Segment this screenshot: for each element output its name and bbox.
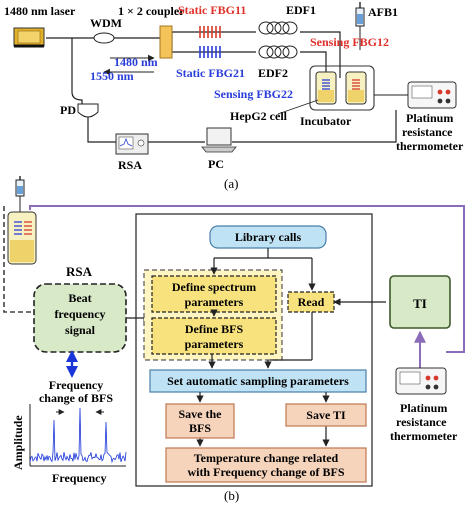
save-ti-box — [285, 403, 367, 427]
wl-1480-label: 1480 nm — [114, 55, 158, 69]
panel-b: RSA Beat frequency signal Frequency chan… — [3, 176, 465, 503]
sensing-fbg22-label: Sensing FBG22 — [214, 87, 293, 101]
read-label: Read — [298, 295, 325, 309]
define-bfs-line1: Define BFS — [185, 322, 244, 336]
define-bfs-box — [151, 317, 277, 355]
cuvette-icon-right — [345, 71, 367, 105]
thermo-b-line3: thermometer — [390, 429, 458, 443]
spectrum-inset — [29, 404, 127, 467]
thermo-a-line1: Platinum — [406, 111, 453, 125]
thermometer-device-icon-a — [374, 81, 457, 109]
freq-change-line2: change of BFS — [39, 391, 113, 405]
dashed-link — [3, 206, 34, 313]
fbg-grating-icon-11 — [199, 26, 221, 38]
define-bfs-line2: parameters — [185, 337, 244, 351]
wl-1550-label: 1550 nm — [90, 69, 134, 83]
save-bfs-line1: Save the — [179, 407, 223, 421]
caption-b: (b) — [224, 488, 239, 503]
laser-label: 1480 nm laser — [4, 4, 76, 18]
set-sampling-box — [149, 369, 367, 393]
freq-change-line1: Frequency — [49, 378, 103, 392]
wdm-icon — [93, 32, 115, 44]
frequency-label: Frequency — [52, 471, 106, 485]
amplitude-label: Amplitude — [11, 415, 25, 470]
temperature-change-box — [165, 447, 367, 483]
thermo-a-line3: thermometer — [396, 139, 464, 153]
cuvette-icon-b — [7, 211, 37, 265]
rsa-b-label: RSA — [66, 264, 93, 279]
hepg2-label: HepG2 cell — [230, 109, 288, 123]
library-calls-label: Library calls — [235, 230, 302, 244]
thermo-b-line1: Platinum — [400, 401, 447, 415]
syringe-icon — [355, 2, 365, 50]
coupler-label: 1 × 2 coupler — [118, 4, 185, 18]
photodetector-icon — [77, 103, 99, 118]
beat-line3: signal — [65, 323, 96, 337]
coupler-icon — [159, 25, 173, 59]
save-bfs-line2: BFS — [189, 421, 211, 435]
spectrum-analyzer-icon-a — [115, 133, 149, 155]
purple-link-top — [29, 205, 465, 353]
beat-line2: frequency — [54, 307, 105, 321]
static-fbg21-label: Static FBG21 — [176, 66, 245, 80]
pc-label: PC — [208, 157, 224, 171]
syringe-icon-b — [15, 176, 25, 212]
cuvette-icon-left — [315, 71, 337, 105]
wdm-label: WDM — [90, 16, 122, 30]
ti-box — [389, 275, 451, 329]
caption-a: (a) — [224, 176, 238, 191]
temp-change-line2: with Frequency change of BFS — [187, 465, 344, 479]
sensing-fbg12-label: Sensing FBG12 — [310, 35, 389, 49]
laptop-icon — [201, 127, 237, 153]
save-bfs-box — [165, 403, 235, 439]
incubator-box — [309, 65, 375, 111]
rsa-a-label: RSA — [118, 158, 142, 172]
edf2-label: EDF2 — [258, 66, 288, 80]
incubator-label: Incubator — [300, 114, 352, 128]
edf1-label: EDF1 — [286, 3, 316, 17]
afb1-label: AFB1 — [368, 5, 398, 19]
save-ti-label: Save TI — [306, 408, 346, 422]
panel-a: 1480 nm laser WDM 1 × 2 coupler Static F… — [4, 2, 464, 191]
fiber-coil-icon-1 — [258, 21, 298, 35]
fiber-coil-icon-2 — [258, 45, 298, 59]
set-sampling-label: Set automatic sampling parameters — [167, 374, 349, 388]
static-fbg11-label: Static FBG11 — [178, 3, 246, 17]
pd-label: PD — [60, 103, 76, 117]
define-spectrum-line2: parameters — [185, 295, 244, 309]
laser-icon — [13, 27, 45, 48]
ti-label: TI — [413, 296, 427, 311]
thermometer-device-icon-b — [395, 367, 447, 395]
thermo-a-line2: resistance — [402, 125, 453, 139]
define-spectrum-line1: Define spectrum — [172, 280, 256, 294]
beat-line1: Beat — [68, 291, 91, 305]
thermo-b-line2: resistance — [396, 415, 447, 429]
fbg-grating-icon-21 — [199, 46, 221, 58]
temp-change-line1: Temperature change related — [194, 451, 339, 465]
